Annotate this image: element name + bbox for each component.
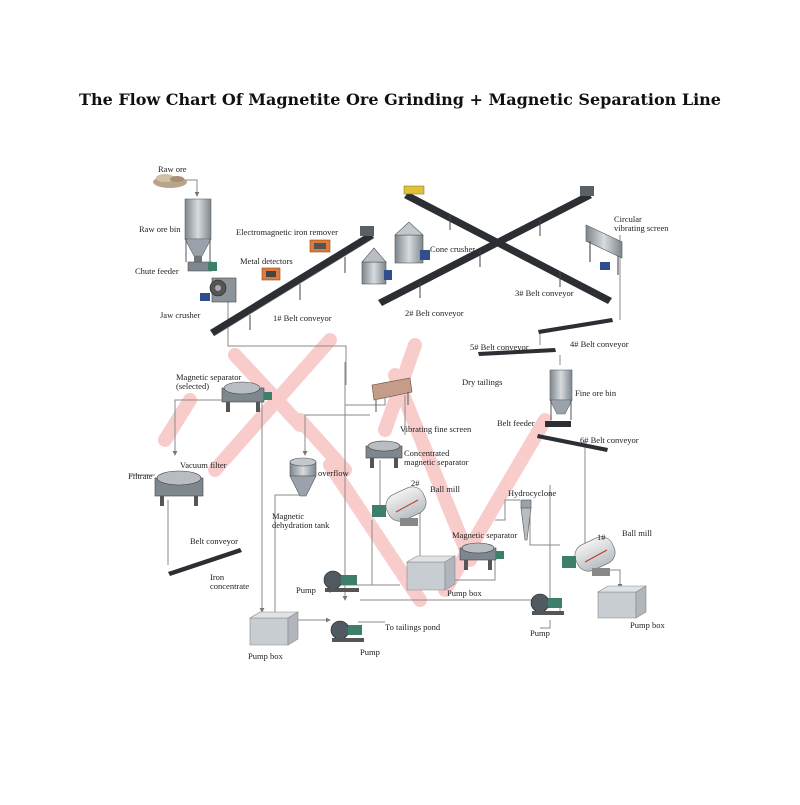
pump-box-b [596,585,648,619]
raw-ore-bin-label: Raw ore bin [139,224,181,234]
metal-detector [261,267,281,281]
pump-b [530,593,564,615]
belt-conveyor-bottom-label: Belt conveyor [190,536,238,546]
magnetic-dehydration-tank-label-2: dehydration tank [272,520,330,530]
ball-mill-1-label: Ball mill [622,528,653,538]
belt-conveyor-4-label: 4# Belt conveyor [570,339,629,349]
circular-vibrating-screen-label-1: Circular [614,214,642,224]
pump-c [330,620,364,642]
circular-vibrating-screen-label-2: vibrating screen [614,223,669,233]
to-tailings-pond-label: To tailings pond [385,622,441,632]
ball-mill-2-label: Ball mill [430,484,461,494]
belt-conveyor-2-label: 2# Belt conveyor [405,308,464,318]
fine-ore-bin [549,369,573,420]
metal-detectors-label: Metal detectors [240,256,293,266]
overflow-label: overflow [318,468,350,478]
belt-conveyor-5-label: 5# Belt conveyor [470,342,529,352]
hydrocyclone [520,499,532,541]
circular-vibrating-screen [585,224,623,275]
raw-ore-bin [184,198,212,264]
belt-conveyor-5 [478,348,556,356]
belt-conveyor-3 [403,185,612,304]
pump-c-label: Pump [360,647,380,657]
pump-box-c [248,611,300,646]
cone-crusher-left [361,247,392,285]
magnetic-separator-selected-label-2: (selected) [176,381,209,391]
belt-conveyor-bottom [168,548,242,576]
belt-conveyor-3-label: 3# Belt conveyor [515,288,574,298]
ball-mill-2-tag: 2# [411,478,420,488]
jaw-crusher [200,277,237,303]
vacuum-filter-label: Vacuum filter [180,460,227,470]
belt-conveyor-6 [537,434,608,452]
dry-tailings-label: Dry tailings [462,377,502,387]
magnetic-dehydration-tank [289,457,317,497]
filtrate-label: Filtrate [128,471,153,481]
cone-crusher-label: Cone crusher [430,244,475,254]
belt-conveyor-2 [378,186,594,306]
pump-box-a [405,555,457,591]
belt-conveyor-6-label: 6# Belt conveyor [580,435,639,445]
iron-concentrate-label-1: Iron [210,572,225,582]
hydrocyclone-label: Hydrocyclone [508,488,556,498]
pump-a-label: Pump [296,585,316,595]
pump-b-label: Pump [530,628,550,638]
fine-ore-bin-label: Fine ore bin [575,388,617,398]
jaw-crusher-label: Jaw crusher [160,310,201,320]
magnetic-separator-selected [221,381,272,412]
watermark [158,333,552,607]
vacuum-filter [154,470,204,506]
raw-ore-label: Raw ore [158,164,187,174]
cone-crusher [394,221,430,264]
electromagnetic-iron-remover [309,239,331,253]
belt-conveyor-1 [210,226,375,337]
vibrating-fine-screen [371,377,413,412]
chute-feeder-label: Chute feeder [135,266,179,276]
concentrated-magnetic-separator-label-1: Concentrated [404,448,450,458]
pump-a [323,570,359,592]
belt-feeder-label: Belt feeder [497,418,535,428]
concentrated-magnetic-separator [365,440,403,468]
iron-concentrate-label-2: concentrate [210,581,249,591]
concentrated-magnetic-separator-label-2: magnetic separator [404,457,469,467]
magnetic-dehydration-tank-label-1: Magnetic [272,511,304,521]
magnetic-separator-label: Magnetic separator [452,530,518,540]
raw-ore-pile [153,174,187,188]
chart-title: The Flow Chart Of Magnetite Ore Grinding… [79,90,721,109]
magnetic-separator [459,542,504,570]
pump-box-c-label: Pump box [248,651,283,661]
electromagnetic-iron-remover-label: Electromagnetic iron remover [236,227,338,237]
ball-mill-1-tag: 1# [597,532,606,542]
chute-feeder [187,261,217,272]
ball-mill-1 [562,536,616,576]
pump-box-b-label: Pump box [630,620,665,630]
vibrating-fine-screen-label: Vibrating fine screen [400,424,472,434]
ball-mill-2 [372,486,427,526]
belt-conveyor-4 [538,318,613,334]
belt-feeder [545,421,571,427]
magnetic-separator-selected-label-1: Magnetic separator [176,372,242,382]
belt-conveyor-1-label: 1# Belt conveyor [273,313,332,323]
pump-box-a-label: Pump box [447,588,482,598]
